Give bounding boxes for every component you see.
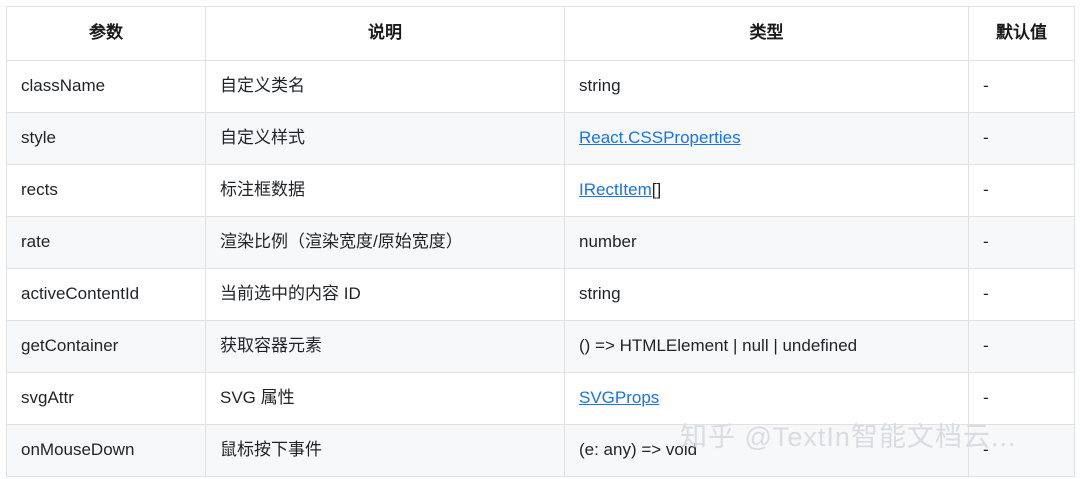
- cell-param: activeContentId: [6, 268, 206, 321]
- cell-description: 当前选中的内容 ID: [205, 268, 565, 321]
- cell-default: -: [968, 268, 1075, 321]
- cell-description: 获取容器元素: [205, 320, 565, 373]
- cell-type: (e: any) => void: [564, 424, 969, 477]
- cell-description: SVG 属性: [205, 372, 565, 425]
- column-header-param: 参数: [6, 6, 206, 61]
- type-suffix: []: [651, 180, 662, 200]
- cell-type: SVGProps: [564, 372, 969, 425]
- column-header-type: 类型: [564, 6, 969, 61]
- cell-default: -: [968, 216, 1075, 269]
- cell-description: 自定义样式: [205, 112, 565, 165]
- type-text: (e: any) => void: [579, 440, 698, 460]
- cell-default: -: [968, 372, 1075, 425]
- cell-param: rate: [6, 216, 206, 269]
- cell-default: -: [968, 60, 1075, 113]
- cell-type: string: [564, 60, 969, 113]
- type-link[interactable]: SVGProps: [579, 388, 660, 408]
- cell-description: 自定义类名: [205, 60, 565, 113]
- cell-param: rects: [6, 164, 206, 217]
- cell-type: string: [564, 268, 969, 321]
- cell-description: 鼠标按下事件: [205, 424, 565, 477]
- column-header-default: 默认值: [968, 6, 1075, 61]
- cell-default: -: [968, 424, 1075, 477]
- cell-param: onMouseDown: [6, 424, 206, 477]
- cell-type: () => HTMLElement | null | undefined: [564, 320, 969, 373]
- cell-param: getContainer: [6, 320, 206, 373]
- cell-default: -: [968, 320, 1075, 373]
- cell-param: style: [6, 112, 206, 165]
- cell-description: 渲染比例（渲染宽度/原始宽度）: [205, 216, 565, 269]
- type-link[interactable]: React.CSSProperties: [579, 128, 741, 148]
- table-header: 参数 说明 类型 默认值: [6, 6, 1075, 61]
- cell-type: number: [564, 216, 969, 269]
- column-header-desc: 说明: [205, 6, 565, 61]
- type-text: string: [579, 76, 621, 96]
- type-text: string: [579, 284, 621, 304]
- cell-param: svgAttr: [6, 372, 206, 425]
- table-header-row: 参数 说明 类型 默认值: [6, 6, 1075, 61]
- cell-default: -: [968, 164, 1075, 217]
- cell-default: -: [968, 112, 1075, 165]
- cell-param: className: [6, 60, 206, 113]
- cell-description: 标注框数据: [205, 164, 565, 217]
- type-text: number: [579, 232, 637, 252]
- type-link[interactable]: IRectItem: [579, 180, 652, 200]
- cell-type: React.CSSProperties: [564, 112, 969, 165]
- type-text: () => HTMLElement | null | undefined: [579, 336, 858, 356]
- cell-type: IRectItem[]: [564, 164, 969, 217]
